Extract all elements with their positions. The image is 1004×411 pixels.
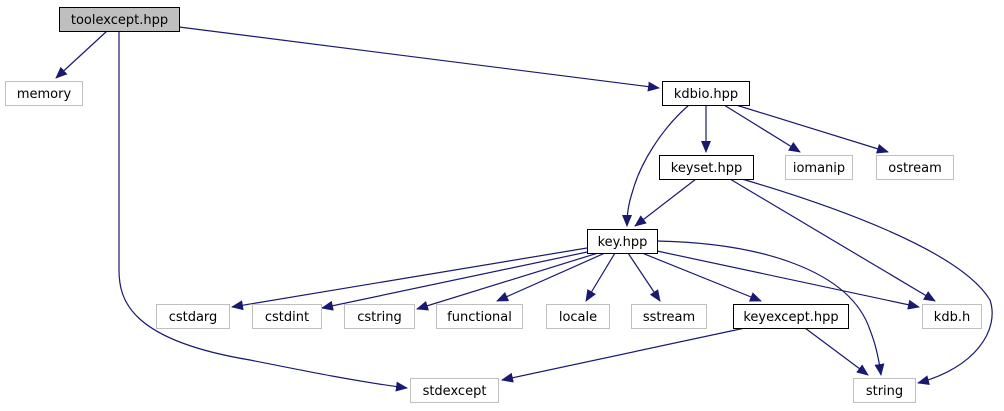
- node-box-toolexcept: [59, 7, 180, 32]
- node-box-memory: [5, 81, 83, 106]
- node-label-string: string: [866, 384, 903, 399]
- node-kdbio[interactable]: kdbio.hpp: [662, 81, 750, 106]
- node-box-iomanip: [785, 155, 853, 180]
- node-label-functional: functional: [447, 310, 512, 325]
- node-label-iomanip: iomanip: [793, 161, 845, 176]
- node-ostream: ostream: [876, 155, 954, 180]
- node-label-sstream: sstream: [643, 310, 695, 325]
- node-box-kdbio: [662, 81, 750, 106]
- node-label-kdbio: kdbio.hpp: [674, 87, 738, 102]
- node-cstdint: cstdint: [252, 304, 322, 329]
- edge-key-to-sstream: [627, 252, 661, 302]
- edge-key-to-kdbh: [656, 250, 920, 310]
- node-functional: functional: [436, 304, 523, 329]
- node-box-keyexcept: [733, 304, 849, 329]
- node-box-ostream: [876, 155, 954, 180]
- node-box-stdexcept: [410, 378, 499, 403]
- node-box-cstdarg: [156, 304, 230, 329]
- edge-key-to-cstdint: [321, 250, 593, 311]
- node-box-functional: [436, 304, 523, 329]
- node-cstring: cstring: [344, 304, 415, 329]
- edge-toolexcept-to-stdexcept: [118, 30, 408, 392]
- edge-key-to-string: [656, 240, 885, 376]
- node-label-stdexcept: stdexcept: [423, 384, 487, 399]
- edge-key-to-locale: [585, 252, 616, 302]
- node-box-string: [853, 378, 916, 403]
- node-toolexcept[interactable]: toolexcept.hpp: [59, 7, 180, 32]
- node-sstream: sstream: [631, 304, 707, 329]
- node-box-keyset: [659, 155, 754, 180]
- node-keyexcept[interactable]: keyexcept.hpp: [733, 304, 849, 329]
- edges-layer: [55, 26, 993, 392]
- node-locale: locale: [546, 304, 610, 329]
- node-label-cstdint: cstdint: [265, 310, 309, 325]
- node-box-cstdint: [252, 304, 322, 329]
- node-label-cstring: cstring: [357, 310, 401, 325]
- node-label-memory: memory: [17, 87, 72, 102]
- node-kdbh: kdb.h: [922, 304, 982, 329]
- node-label-keyset: keyset.hpp: [671, 161, 743, 176]
- node-key[interactable]: key.hpp: [587, 229, 658, 254]
- node-memory: memory: [5, 81, 83, 106]
- node-string: string: [853, 378, 916, 403]
- edge-kdbio-to-ostream: [735, 104, 889, 154]
- node-box-cstring: [344, 304, 415, 329]
- node-box-kdbh: [922, 304, 982, 329]
- nodes-layer: toolexcept.hpp memory kdbio.hpp keyset.hpp i…: [5, 7, 982, 403]
- node-iomanip: iomanip: [785, 155, 853, 180]
- edge-keyexcept-to-string: [804, 327, 869, 376]
- node-box-locale: [546, 304, 610, 329]
- edge-kdbio-to-iomanip: [723, 104, 801, 153]
- edge-keyexcept-to-stdexcept: [501, 327, 746, 383]
- node-label-ostream: ostream: [888, 161, 942, 176]
- node-label-cstdarg: cstdarg: [169, 310, 218, 325]
- node-cstdarg: cstdarg: [156, 304, 230, 329]
- edge-kdbio-to-key: [622, 104, 690, 227]
- node-box-sstream: [631, 304, 707, 329]
- edge-key-to-cstring: [416, 252, 599, 311]
- edge-keyset-to-string: [741, 178, 993, 386]
- node-label-toolexcept: toolexcept.hpp: [71, 13, 168, 28]
- node-label-kdbh: kdb.h: [934, 310, 970, 325]
- edge-key-to-keyexcept: [641, 252, 762, 302]
- edge-keyset-to-key: [634, 178, 697, 227]
- edge-keyset-to-kdbh: [729, 178, 936, 302]
- edge-key-to-functional: [496, 252, 606, 302]
- node-keyset[interactable]: keyset.hpp: [659, 155, 754, 180]
- node-label-keyexcept: keyexcept.hpp: [743, 310, 838, 325]
- edge-toolexcept-to-kdbio: [178, 26, 660, 92]
- node-stdexcept: stdexcept: [410, 378, 499, 403]
- edge-key-to-cstdarg: [231, 247, 588, 311]
- node-label-key: key.hpp: [598, 235, 648, 250]
- edge-toolexcept-to-memory: [55, 30, 108, 79]
- node-label-locale: locale: [559, 310, 597, 325]
- node-box-key: [587, 229, 658, 254]
